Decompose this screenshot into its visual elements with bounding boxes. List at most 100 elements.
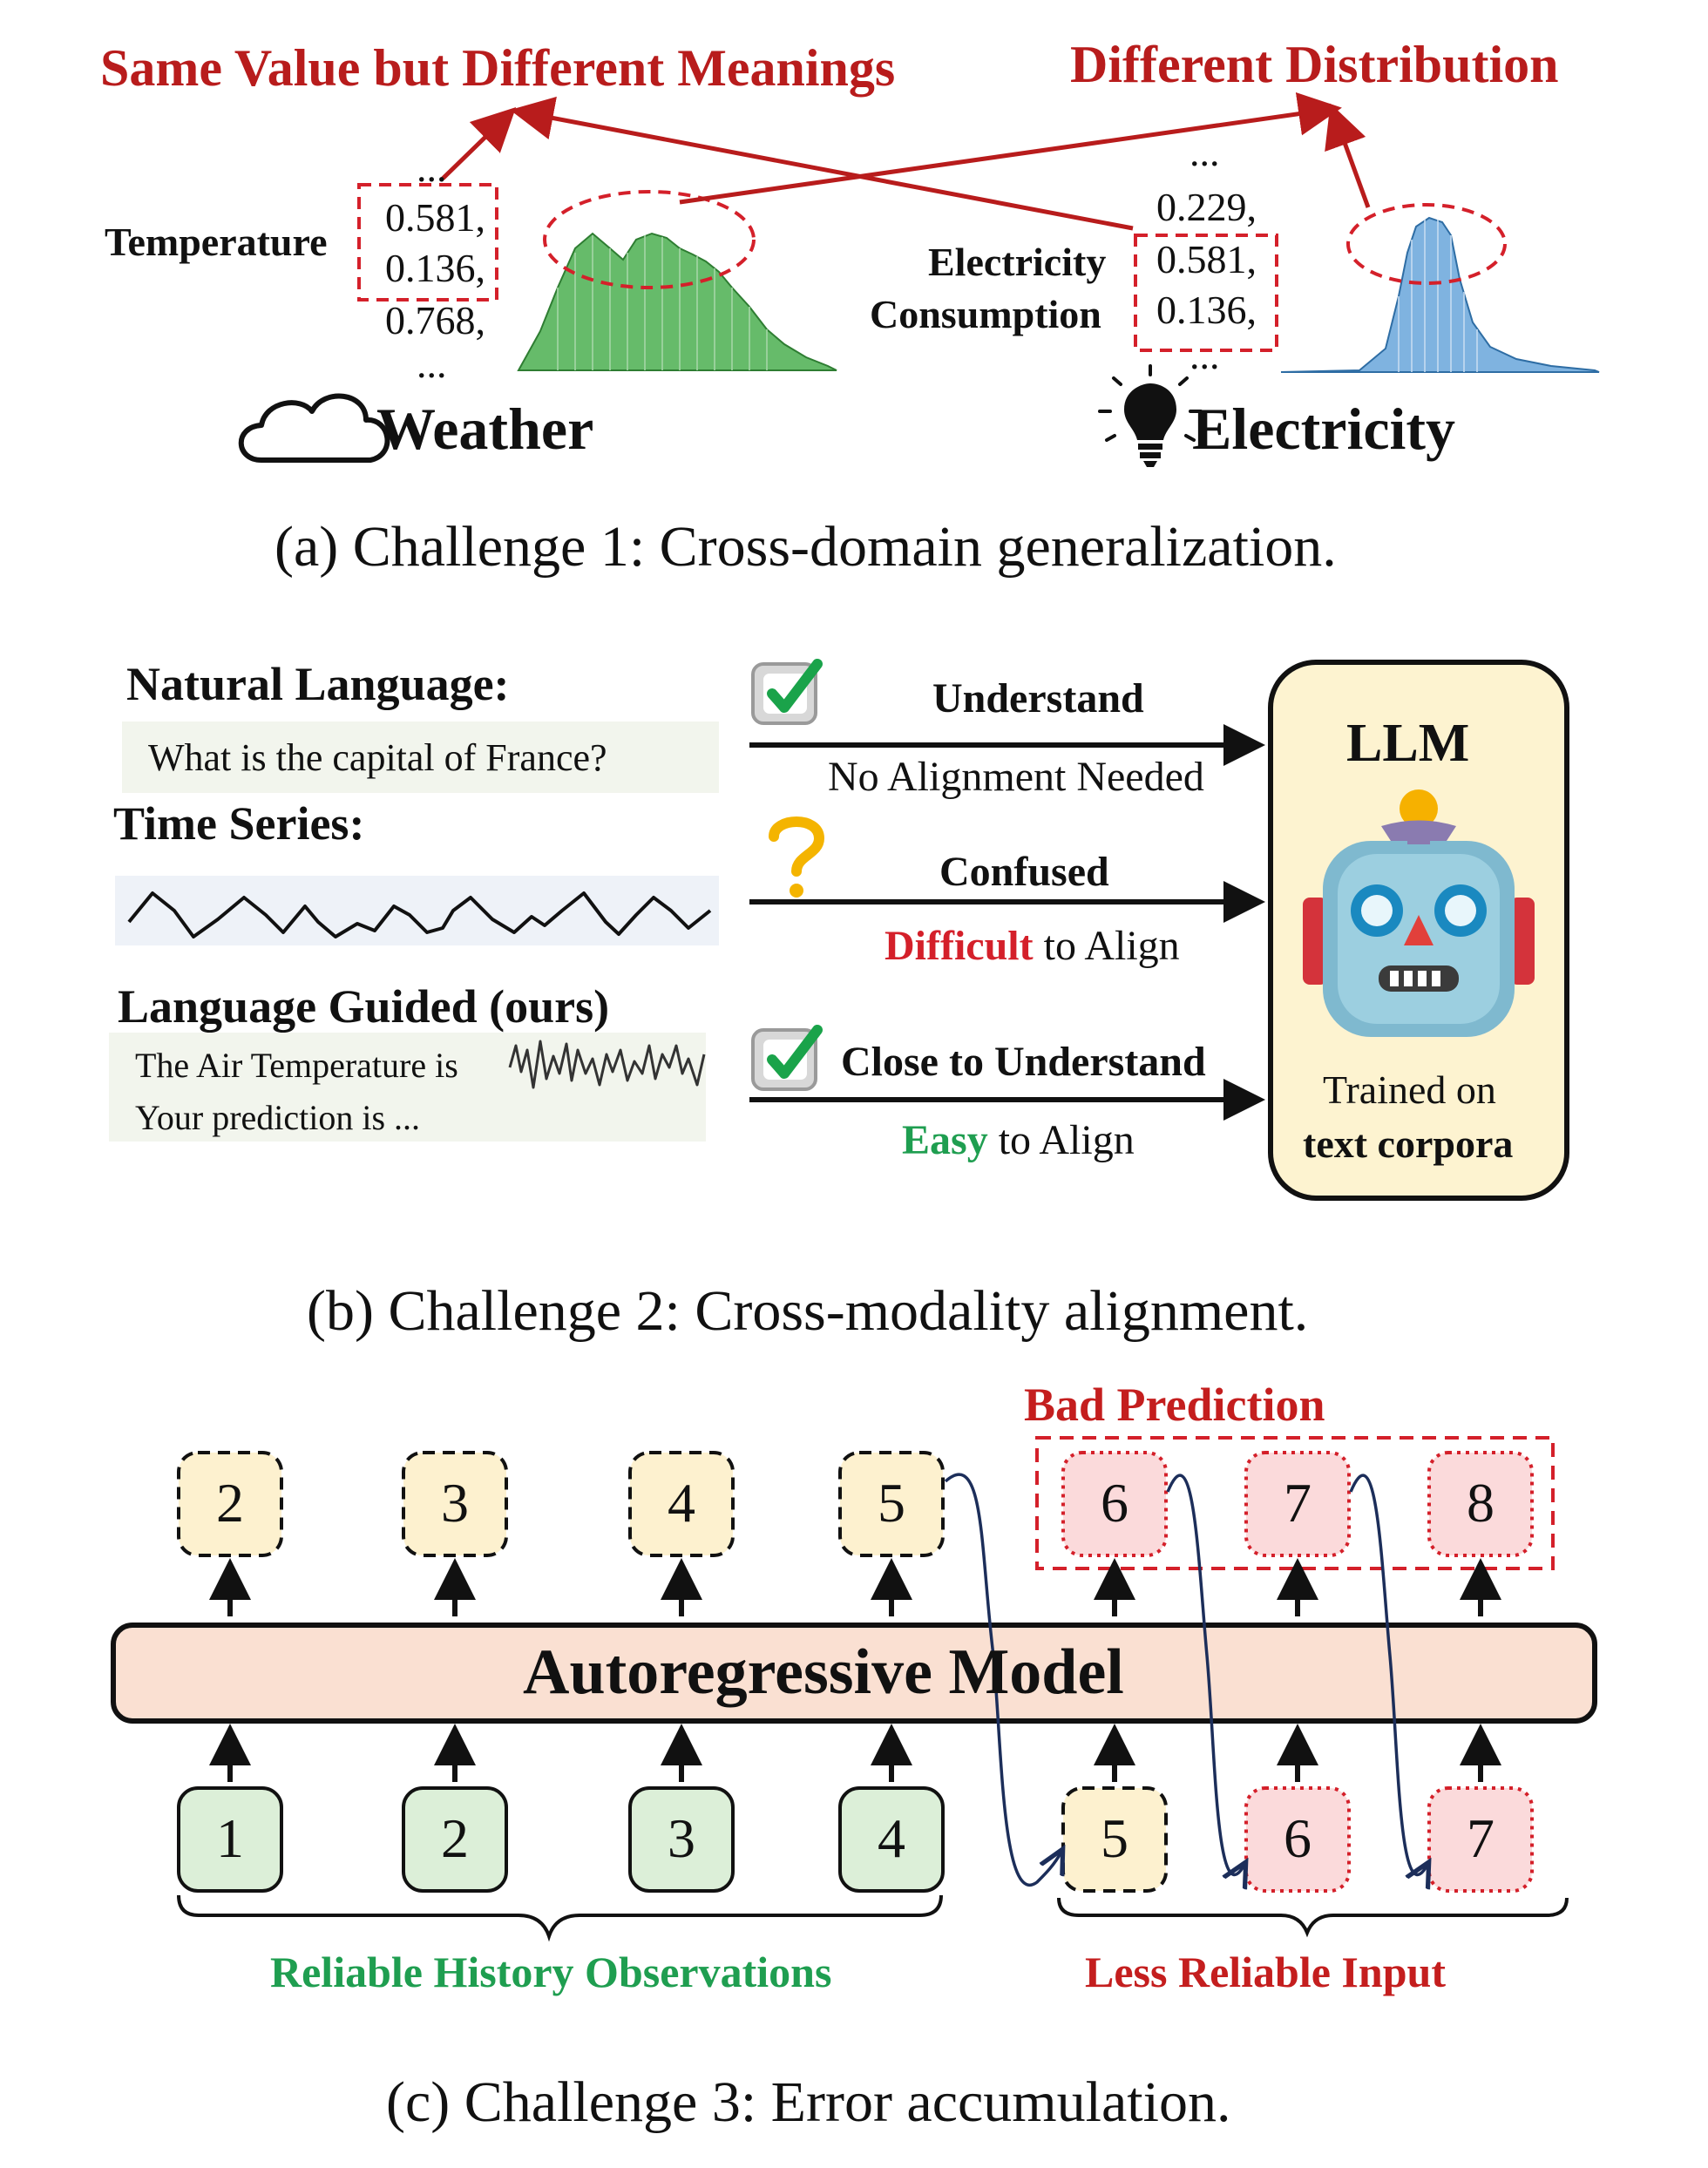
easy-to-align-label: Easy to Align: [902, 1120, 1135, 1162]
input-value: 2: [441, 1807, 469, 1869]
weather-domain-label: Weather: [376, 396, 594, 462]
output-box: [177, 1451, 283, 1557]
input-value: 7: [1467, 1807, 1494, 1869]
lg-example-bg: [109, 1033, 706, 1142]
input-value: 1: [216, 1807, 244, 1869]
input-box-predicted: [1244, 1786, 1351, 1893]
input-value: 4: [878, 1807, 905, 1869]
weather-histogram: [517, 232, 837, 371]
input-box: [402, 1786, 508, 1893]
output-value: 5: [878, 1472, 905, 1534]
robot-icon: [1303, 789, 1535, 1037]
weather-value-highlight-box: [357, 183, 498, 301]
electricity-ellipsis-top: ...: [1190, 130, 1220, 174]
electricity-value-highlight-box: [1134, 234, 1278, 352]
electricity-ellipsis-bottom: ...: [1190, 333, 1220, 377]
time-series-waveform: [127, 891, 712, 938]
close-to-understand-label: Close to Understand: [841, 1039, 1206, 1085]
no-alignment-label: No Alignment Needed: [828, 754, 1204, 800]
output-value: 3: [441, 1472, 469, 1534]
difficult-to-align-label: Difficult to Align: [884, 925, 1180, 967]
caption-a: (a) Challenge 1: Cross-domain generaliza…: [274, 515, 1337, 579]
time-series-heading: Time Series:: [113, 797, 365, 850]
weather-distribution-ellipse: [543, 190, 756, 289]
weather-ellipsis-top: ...: [417, 146, 447, 190]
nl-example-bg: [122, 722, 719, 793]
output-box: [838, 1451, 945, 1557]
natural-language-heading: Natural Language:: [126, 658, 510, 710]
lg-example-line1: The Air Temperature is: [135, 1046, 458, 1085]
llm-title: LLM: [1346, 714, 1470, 773]
llm-trained-on: Trained on: [1323, 1067, 1496, 1112]
output-box: [628, 1451, 735, 1557]
weather-value: 0.768,: [385, 298, 485, 342]
weather-values-to-meaning-arrow: [441, 107, 517, 180]
understand-label: Understand: [932, 675, 1144, 722]
different-distribution-title: Different Distribution: [1070, 36, 1559, 93]
electricity-domain-label: Electricity: [1192, 396, 1456, 462]
input-value: 5: [1101, 1807, 1128, 1869]
input-value: 6: [1284, 1807, 1312, 1869]
same-value-title: Same Value but Different Meanings: [100, 39, 896, 97]
confused-label: Confused: [939, 849, 1109, 895]
autoregressive-model-label: Autoregressive Model: [523, 1636, 1124, 1708]
question-mark-icon: [769, 816, 825, 898]
to-align-text: to Align: [1033, 923, 1180, 969]
inline-waveform: [508, 1040, 706, 1089]
weather-ellipsis-bottom: ...: [417, 342, 447, 386]
checkmark-icon: [751, 1025, 823, 1091]
electricity-distribution-ellipse: [1346, 203, 1507, 285]
nl-example-text: What is the capital of France?: [148, 736, 607, 779]
input-box: [838, 1786, 945, 1893]
lg-example-line2: Your prediction is ...: [135, 1098, 421, 1137]
caption-b: (b) Challenge 2: Cross-modality alignmen…: [307, 1279, 1309, 1343]
bad-prediction-label: Bad Prediction: [1024, 1379, 1325, 1431]
output-value: 8: [1467, 1472, 1494, 1534]
temperature-label: Temperature: [105, 220, 328, 264]
electricity-value: 0.581,: [1156, 237, 1257, 281]
output-value: 2: [216, 1472, 244, 1534]
feedback-loop-arrows: [944, 1473, 1427, 1885]
lightbulb-icon: [1098, 364, 1203, 467]
input-box: [628, 1786, 735, 1893]
weather-dist-to-distribution-arrow: [679, 91, 1342, 205]
weather-value: 0.136,: [385, 246, 485, 290]
output-value: 6: [1101, 1472, 1128, 1534]
electricity-value: 0.136,: [1156, 288, 1257, 332]
reliable-brace: [177, 1894, 943, 1942]
output-box: [402, 1451, 508, 1557]
electricity-value: 0.229,: [1156, 185, 1257, 229]
input-box-predicted: [1061, 1786, 1168, 1893]
output-box-bad: [1244, 1451, 1351, 1557]
model-input-arrows: [209, 1724, 1501, 1782]
weather-value: 0.581,: [385, 195, 485, 240]
ts-example-bg: [115, 876, 719, 945]
checkmark-icon: [751, 659, 823, 725]
bad-prediction-group-box: [1035, 1436, 1555, 1570]
output-value: 4: [668, 1472, 695, 1534]
less-reliable-label: Less Reliable Input: [1085, 1948, 1446, 1996]
reliable-history-label: Reliable History Observations: [270, 1948, 832, 1996]
output-box-bad: [1427, 1451, 1534, 1557]
to-align-text: to Align: [987, 1117, 1135, 1163]
electricity-label-line1: Electricity: [928, 240, 1107, 284]
output-value: 7: [1284, 1472, 1312, 1534]
less-reliable-brace: [1057, 1897, 1569, 1938]
input-box-predicted: [1427, 1786, 1534, 1893]
input-value: 3: [668, 1807, 695, 1869]
electricity-histogram: [1280, 216, 1600, 373]
easy-word: Easy: [902, 1117, 988, 1163]
language-guided-heading: Language Guided (ours): [118, 980, 610, 1033]
caption-c: (c) Challenge 3: Error accumulation.: [386, 2070, 1231, 2134]
output-box-bad: [1061, 1451, 1168, 1557]
difficult-word: Difficult: [884, 923, 1034, 969]
model-output-arrows: [209, 1558, 1501, 1616]
llm-text-corpora: text corpora: [1303, 1121, 1514, 1166]
cloud-icon: [238, 393, 390, 463]
autoregressive-model-bar: [111, 1623, 1597, 1724]
electricity-values-to-meaning-arrow: [510, 96, 1134, 231]
electricity-dist-to-distribution-arrow: [1325, 103, 1371, 208]
input-box: [177, 1786, 283, 1893]
